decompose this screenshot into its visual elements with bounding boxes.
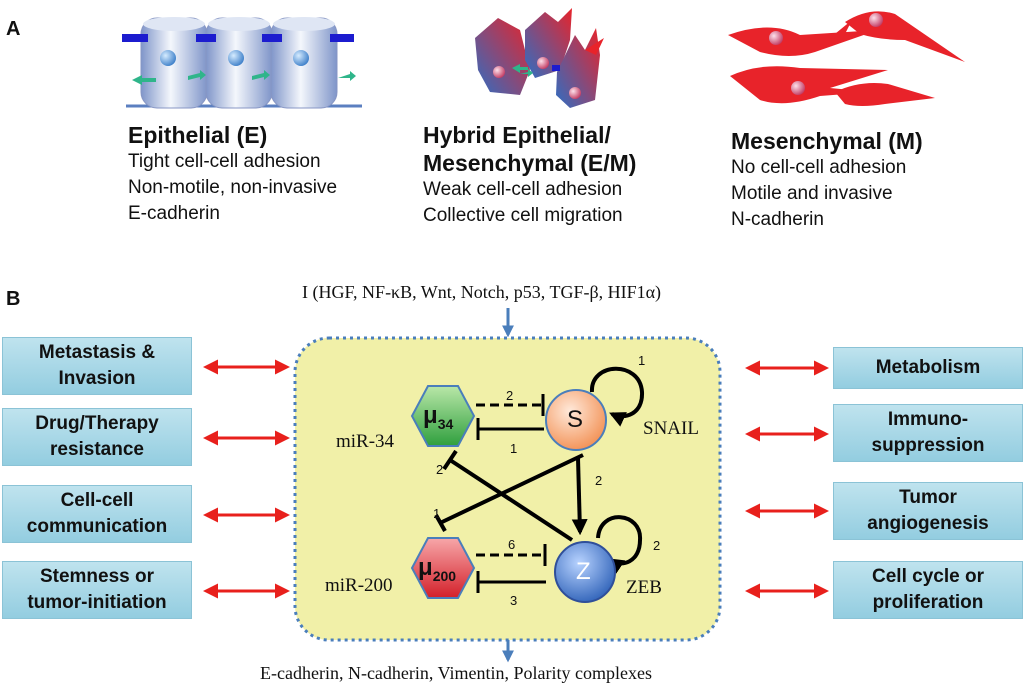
edge-s-mu200-cross-bar [434,514,447,532]
snail-symbol: S [567,406,584,433]
mu34-symbol-sub: 34 [437,415,454,432]
num-s-mu34-top: 2 [506,388,514,403]
mu34-symbol-char: μ [423,402,438,429]
edge-z-mu34-cross-bar [442,449,458,471]
output-targets: E-cadherin, N-cadherin, Vimentin, Polari… [260,663,652,683]
left-box-drug-resistance: Drug/Therapy resistance [2,408,192,466]
epithelial-title: Epithelial (E) [128,122,268,148]
edge-z-mu34-cross [448,458,574,542]
edge-s-mu200-cross [439,453,584,525]
input-signals: I (HGF, NF-κB, Wnt, Notch, p53, TGF-β, H… [302,282,662,302]
mu34-symbol: μ34 [423,402,453,432]
edge-s-z [571,457,588,536]
hybrid-title-2: Mesenchymal (E/M) [423,150,637,176]
num-s-z: 2 [595,473,603,488]
epithelial-desc-2: Non-motile, non-invasive [128,177,338,198]
mu200-symbol-char: μ [418,554,433,581]
mesenchymal-desc-1: No cell-cell adhesion [731,157,907,178]
epithelial-desc-3: E-cadherin [128,203,220,224]
hybrid-desc-1: Weak cell-cell adhesion [423,179,623,200]
panel-b-label: B [6,288,21,310]
right-box-immunosuppression-label: Immuno- suppression [871,409,985,456]
hybrid-text: Hybrid Epithelial/ Mesenchymal (E/M) Wea… [423,121,636,229]
zeb-label: ZEB [626,577,662,598]
snail-node [545,389,607,451]
mesenchymal-text: Mesenchymal (M) No cell-cell adhesion Mo… [731,127,923,233]
left-box-stemness-label: Stemness or tumor-initiation [27,566,167,613]
num-mu200-z: 3 [510,593,518,608]
mesenchymal-desc-2: Motile and invasive [731,183,893,204]
mesenchymal-desc-3: N-cadherin [731,209,824,230]
left-box-drug-resistance-label: Drug/Therapy resistance [35,413,159,460]
left-box-communication-label: Cell-cell communication [26,490,168,537]
left-box-stemness: Stemness or tumor-initiation [2,561,192,619]
mir200-label: miR-200 [325,575,393,596]
mu200-symbol: μ200 [418,554,456,584]
zeb-self-loop [596,515,643,574]
mu34-hexagon [410,385,476,447]
right-box-angiogenesis-label: Tumor angiogenesis [867,487,989,534]
num-mu34-s: 1 [510,441,518,456]
num-z-mu200-top: 6 [508,537,516,552]
right-box-metabolism-label: Metabolism [875,357,981,378]
right-box-cell-cycle-label: Cell cycle or proliferation [872,566,984,613]
hybrid-desc-2: Collective cell migration [423,205,623,226]
right-box-cell-cycle: Cell cycle or proliferation [833,561,1023,619]
hybrid-title-1: Hybrid Epithelial/ [423,122,611,148]
num-s-mu200-cross: 2 [436,462,444,477]
right-box-angiogenesis: Tumor angiogenesis [833,482,1023,540]
zeb-node [554,541,616,603]
mu200-hexagon [410,537,476,599]
epithelial-desc-1: Tight cell-cell adhesion [128,151,321,172]
left-box-metastasis-label: Metastasis & Invasion [38,342,156,389]
num-z-mu34-cross: 1 [433,506,441,521]
snail-self-loop [589,366,645,427]
zeb-symbol: Z [576,558,591,585]
mir34-label: miR-34 [336,431,395,452]
left-box-metastasis: Metastasis & Invasion [2,337,192,395]
mesenchymal-title: Mesenchymal (M) [731,128,923,154]
epithelial-text: Epithelial (E) Tight cell-cell adhesion … [128,121,337,227]
num-z-self: 2 [653,538,661,553]
mu200-symbol-sub: 200 [432,567,457,584]
left-box-communication: Cell-cell communication [2,485,192,543]
panel-a-label: A [6,18,21,40]
right-box-immunosuppression: Immuno- suppression [833,404,1023,462]
snail-label: SNAIL [643,418,699,439]
num-snail-self: 1 [638,353,646,368]
